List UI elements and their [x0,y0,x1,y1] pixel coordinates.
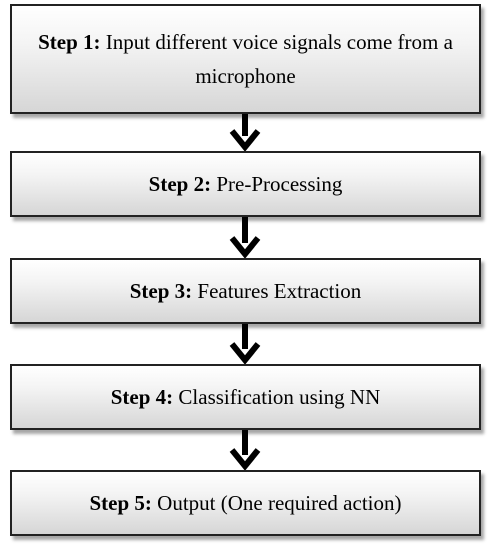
step-3-label: Step 3: [129,278,193,303]
arrow-1-shaft [242,114,248,136]
step-3-text: Features Extraction [197,278,362,303]
step-2-box: Step 2: Pre-Processing [10,151,481,217]
arrow-down-icon [229,324,261,365]
step-5-box: Step 5: Output (One required action) [10,470,481,536]
step-1-box: Step 1: Input different voice signals co… [10,4,481,114]
arrow-down-icon [229,430,261,471]
arrow-4-head [229,448,261,471]
step-5-label: Step 5: [89,490,152,515]
step-4-box: Step 4: Classification using NN [10,364,481,430]
step-1-label: Step 1: [38,29,101,54]
step-4-content: Step 4: Classification using NN [101,380,391,414]
step-5-content: Step 5: Output (One required action) [79,486,411,520]
arrow-3-shaft [242,324,248,349]
step-2-content: Step 2: Pre-Processing [139,167,353,201]
arrow-2-shaft [242,217,248,243]
arrow-3-head [229,342,261,365]
step-3-box: Step 3: Features Extraction [10,258,481,324]
arrow-2-head [229,236,261,259]
step-4-text: Classification using NN [178,384,381,409]
arrow-1-head [229,129,261,152]
step-1-text: Input different voice signals come from … [105,29,453,88]
step-2-text: Pre-Processing [216,171,343,196]
arrow-4-shaft [242,430,248,455]
step-1-content: Step 1: Input different voice signals co… [12,25,479,93]
step-2-label: Step 2: [148,171,212,196]
arrow-down-icon [229,217,261,259]
arrow-down-icon [229,114,261,152]
step-5-text: Output (One required action) [157,490,402,515]
step-4-label: Step 4: [110,384,174,409]
step-3-content: Step 3: Features Extraction [120,274,372,308]
